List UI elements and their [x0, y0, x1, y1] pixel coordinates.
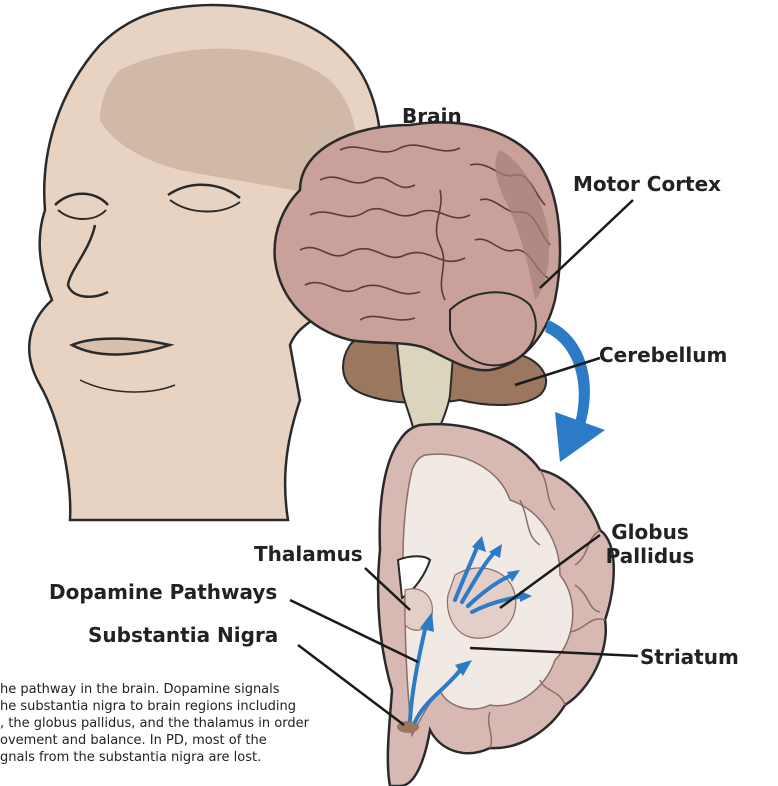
caption-line: ovement and balance. In PD, most of the	[0, 732, 372, 749]
label-globus-pallidus-line-1: Globus	[600, 520, 700, 544]
label-dopamine-pathways: Dopamine Pathways	[49, 580, 277, 604]
label-thalamus: Thalamus	[254, 542, 363, 566]
caption-line: , the globus pallidus, and the thalamus …	[0, 715, 372, 732]
caption-line: gnals from the substantia nigra are lost…	[0, 749, 372, 766]
label-brain: Brain	[402, 104, 462, 128]
label-globus-pallidus: Globus Pallidus	[600, 520, 700, 568]
caption-line: he pathway in the brain. Dopamine signal…	[0, 681, 372, 698]
label-cerebellum: Cerebellum	[599, 343, 727, 367]
brain-cross-section	[378, 424, 614, 786]
label-globus-pallidus-line-2: Pallidus	[600, 544, 700, 568]
label-motor-cortex: Motor Cortex	[573, 172, 721, 196]
figure-caption: he pathway in the brain. Dopamine signal…	[0, 681, 372, 766]
transition-arrow	[545, 320, 605, 462]
caption-line: he substantia nigra to brain regions inc…	[0, 698, 372, 715]
label-substantia-nigra: Substantia Nigra	[88, 623, 278, 647]
label-striatum: Striatum	[640, 645, 739, 669]
